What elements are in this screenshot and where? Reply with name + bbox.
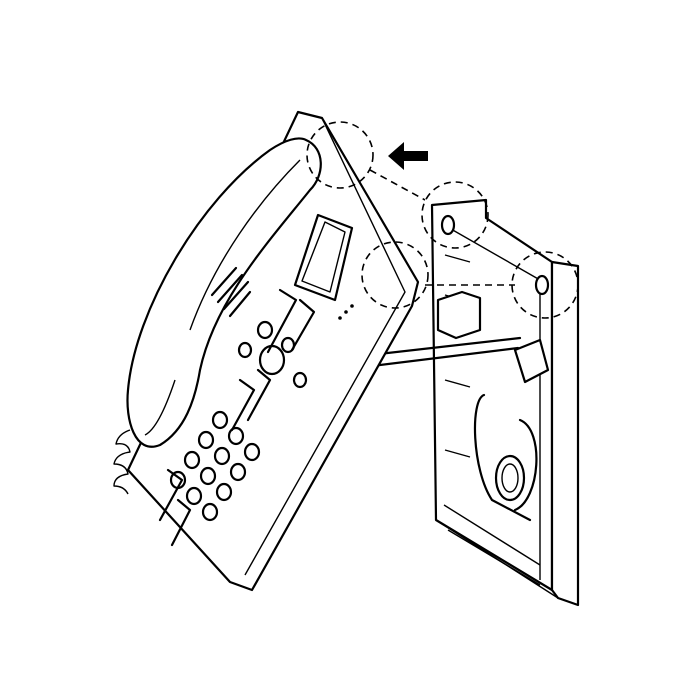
alignment-callouts	[306, 121, 579, 319]
arrow-left-icon	[388, 142, 428, 170]
phone-cable	[368, 336, 522, 357]
wall-bracket	[430, 198, 580, 607]
phone	[113, 110, 420, 592]
